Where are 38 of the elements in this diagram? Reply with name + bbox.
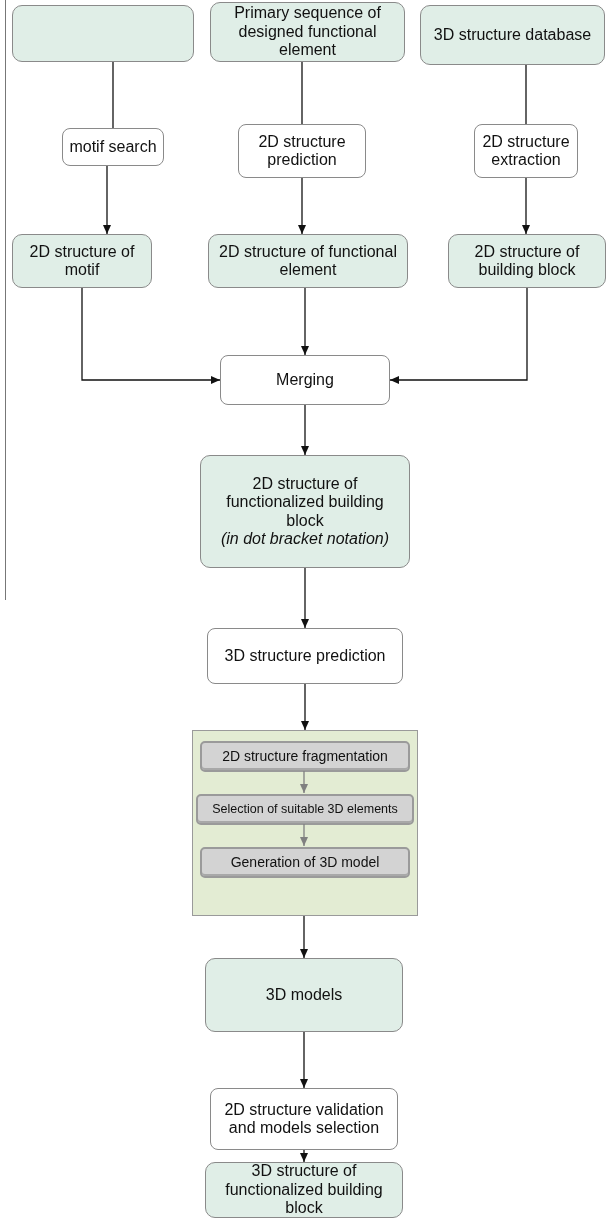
process-box [200, 455, 410, 568]
process-box: 3D models [205, 958, 403, 1032]
step-box: 2D structure extraction [474, 124, 578, 178]
step-box: 2D structure validation and models selection [210, 1088, 398, 1150]
arrow [389, 287, 528, 384]
process-box: 3D structure of functionalized building block [205, 1162, 403, 1218]
connector-line [112, 61, 114, 129]
process-box: 2D structure of functional element [208, 234, 408, 288]
group-panel [192, 730, 418, 916]
arrow [301, 683, 309, 731]
process-box: Primary sequence of designed functional element [210, 2, 405, 62]
box-text: 2D structure of functionalized building block [225, 474, 385, 530]
arrow [103, 165, 111, 235]
arrow [300, 823, 308, 847]
arrow [300, 915, 308, 959]
empty-box [12, 5, 194, 62]
arrow [301, 567, 309, 629]
connector-line [301, 61, 303, 125]
substep-box: Generation of 3D model [200, 847, 410, 878]
arrow [301, 287, 309, 356]
arrow [81, 287, 221, 384]
connector-line [525, 64, 527, 125]
substep-box: Selection of suitable 3D elements [196, 794, 414, 825]
arrow [300, 1149, 308, 1163]
substep-box: 2D structure fragmentation [200, 741, 410, 772]
step-box: 3D structure prediction [207, 628, 403, 684]
box-text: (in dot bracket notation) [220, 529, 390, 549]
step-box: 2D structure prediction [238, 124, 366, 178]
process-box: 2D structure of motif [12, 234, 152, 288]
arrow [300, 1031, 308, 1089]
step-box: motif search [62, 128, 164, 166]
arrow [301, 404, 309, 456]
arrow [298, 177, 306, 235]
process-box: 2D structure of building block [448, 234, 606, 288]
arrow [522, 177, 530, 235]
process-box: 3D structure database [420, 5, 605, 65]
arrow [300, 770, 308, 794]
step-box: Merging [220, 355, 390, 405]
